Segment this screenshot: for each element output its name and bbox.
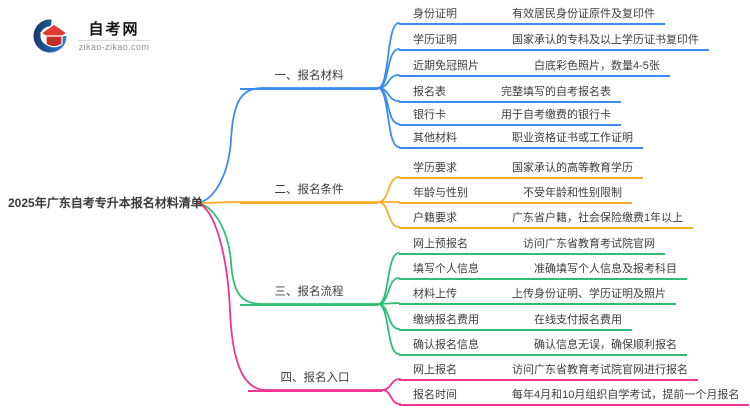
node-desc: 国家承认的高等教育学历 [512,161,633,174]
node-residence-req[interactable]: 户籍要求 广东省户籍，社会保险缴费1年以上 [399,208,694,229]
branch-label-materials[interactable]: 一、报名材料 [240,68,378,90]
logo-domain: zikao-zikao.com [78,41,150,52]
central-topic[interactable]: 2025年广东自考专升本报名材料清单 [8,196,203,210]
node-label: 填写个人信息 [413,262,479,275]
node-label: 户籍要求 [413,211,457,224]
node-pay-fee[interactable]: 缴纳报名费用 在线支付报名费用 [399,310,632,331]
node-desc: 确认信息无误，确保顺利报名 [534,338,677,351]
node-fill-info[interactable]: 填写个人信息 准确填写个人信息及报考科目 [399,259,687,280]
node-register-time[interactable]: 报名时间 每年4月和10月组织自学考试，提前一个月报名 [399,385,750,406]
node-label: 缴纳报名费用 [413,313,479,326]
node-label: 学历要求 [413,161,457,174]
node-desc: 每年4月和10月组织自学考试，提前一个月报名 [512,388,740,401]
node-edu-proof[interactable]: 学历证明 国家承认的专科及以上学历证书复印件 [399,30,709,51]
node-online-register[interactable]: 网上报名 访问广东省教育考试院官网进行报名 [399,360,698,381]
branch-process-links [197,202,400,355]
node-id-proof[interactable]: 身份证明 有效居民身份证原件及复印件 [399,4,665,25]
logo[interactable]: 自考网 zikao-zikao.com [33,19,150,53]
logo-text: 自考网 zikao-zikao.com [78,21,150,52]
node-label: 确认报名信息 [413,338,479,351]
node-photo[interactable]: 近期免冠照片 白底彩色照片，数量4-5张 [399,56,670,77]
node-desc: 白底彩色照片，数量4-5张 [534,59,660,72]
node-label: 银行卡 [413,108,446,121]
node-desc: 不受年龄和性别限制 [523,186,622,199]
node-label: 其他材料 [413,131,457,144]
node-other-materials[interactable]: 其他材料 职业资格证书或工作证明 [399,128,643,149]
node-desc: 用于自考缴费的银行卡 [501,108,611,121]
node-desc: 在线支付报名费用 [534,313,622,326]
node-label: 年龄与性别 [413,186,468,199]
node-desc: 访问广东省教育考试院官网进行报名 [512,363,688,376]
branch-label-process[interactable]: 三、报名流程 [240,284,378,306]
node-desc: 完整填写的自考报名表 [501,85,611,98]
node-label: 近期免冠照片 [413,59,479,72]
node-desc: 广东省户籍，社会保险缴费1年以上 [512,211,684,224]
node-desc: 国家承认的专科及以上学历证书复印件 [512,33,699,46]
branch-label-entrance[interactable]: 四、报名入口 [248,370,382,392]
branch-label-conditions[interactable]: 二、报名条件 [240,182,378,204]
node-desc: 职业资格证书或工作证明 [512,131,633,144]
node-bank-card[interactable]: 银行卡 用于自考缴费的银行卡 [399,105,621,126]
node-desc: 准确填写个人信息及报考科目 [534,262,677,275]
node-label: 身份证明 [413,7,457,20]
node-edu-req[interactable]: 学历要求 国家承认的高等教育学历 [399,158,643,179]
branch-materials-links [197,22,400,204]
node-label: 网上报名 [413,363,457,376]
logo-divider [78,39,150,41]
node-age-gender[interactable]: 年龄与性别 不受年龄和性别限制 [399,183,632,204]
node-label: 学历证明 [413,33,457,46]
node-label: 网上预报名 [413,237,468,250]
node-desc: 上传身份证明、学历证明及照片 [512,287,666,300]
node-desc: 访问广东省教育考试院官网 [523,237,655,250]
graduation-cap-icon [33,19,67,53]
node-desc: 有效居民身份证原件及复印件 [512,7,655,20]
node-pre-register[interactable]: 网上预报名 访问广东省教育考试院官网 [399,234,665,255]
node-label: 材料上传 [413,287,457,300]
node-confirm-info[interactable]: 确认报名信息 确认信息无误，确保顺利报名 [399,335,687,356]
node-form[interactable]: 报名表 完整填写的自考报名表 [399,82,621,103]
logo-title: 自考网 [88,20,140,38]
node-label: 报名表 [413,85,446,98]
node-upload[interactable]: 材料上传 上传身份证明、学历证明及照片 [399,284,676,305]
node-label: 报名时间 [413,388,457,401]
